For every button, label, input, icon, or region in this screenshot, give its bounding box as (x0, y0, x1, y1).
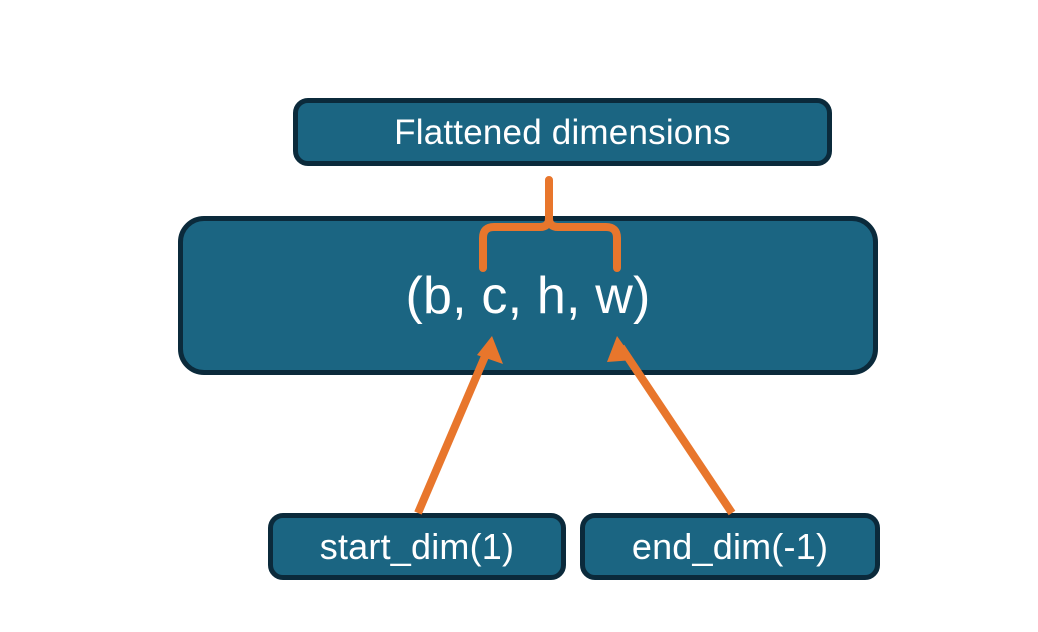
node-start-dim-label: start_dim(1) (319, 525, 515, 567)
node-flattened-dimensions-label: Flattened dimensions (394, 112, 731, 152)
node-start-dim: start_dim(1) (268, 513, 566, 580)
node-tensor-shape: (b, c, h, w) (178, 216, 878, 375)
node-end-dim-label: end_dim(-1) (631, 525, 829, 567)
node-tensor-shape-label: (b, c, h, w) (405, 266, 651, 325)
node-flattened-dimensions: Flattened dimensions (293, 98, 832, 166)
node-end-dim: end_dim(-1) (580, 513, 880, 580)
